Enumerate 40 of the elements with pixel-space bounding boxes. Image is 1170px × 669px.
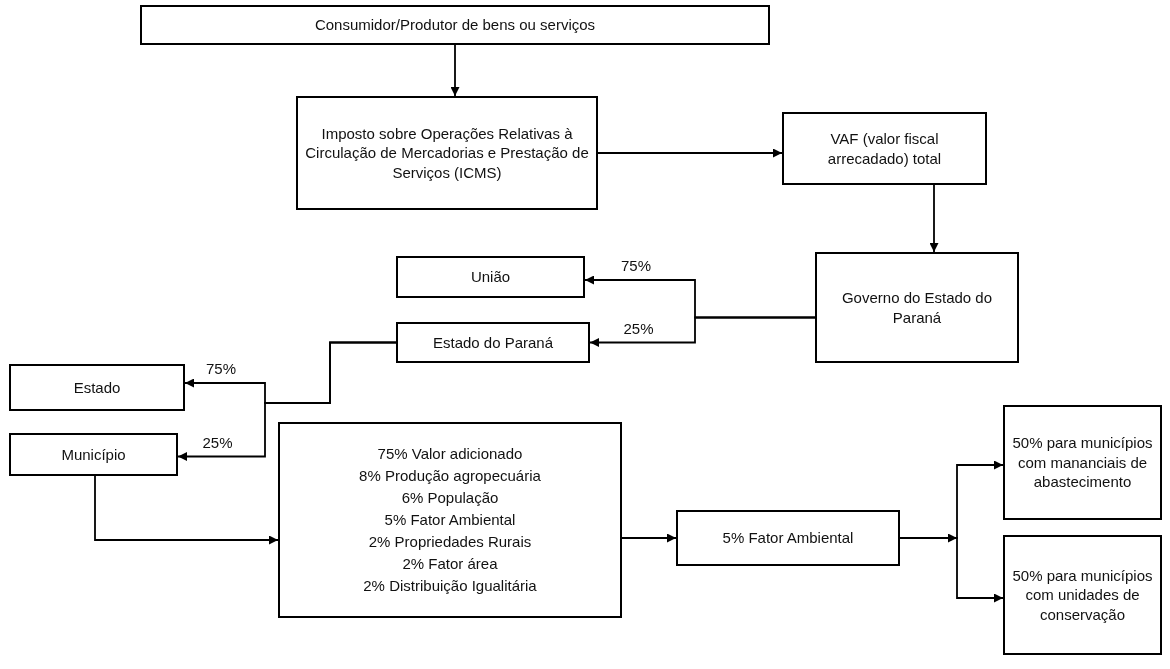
process-box [396, 322, 590, 363]
process-box [396, 256, 585, 298]
edge-label: 75% [205, 361, 238, 377]
criteria-box [278, 422, 622, 618]
process-box [9, 364, 185, 411]
arrow [177, 341, 397, 461]
process-box [815, 252, 1019, 363]
process-box [1003, 405, 1162, 520]
node-text: Município [61, 444, 126, 465]
node-text: 6% População [401, 488, 499, 508]
arrow [899, 533, 958, 543]
process-box [782, 112, 987, 185]
arrow [597, 148, 783, 158]
node-text: 50% para municípios com mananciais de abastecimento [1011, 433, 1154, 492]
edge-label: 75% [620, 258, 653, 274]
process-box [140, 5, 770, 45]
arrow [621, 533, 677, 543]
arrow [589, 316, 816, 347]
process-box [676, 510, 900, 566]
node-text: Estado [73, 377, 121, 398]
process-box [1003, 535, 1162, 655]
arrow [929, 184, 939, 253]
node-text: 5% Fator Ambiental [722, 528, 854, 548]
node-text: 50% para municípios com unidades de conservação [1011, 565, 1154, 625]
arrow [94, 475, 279, 545]
node-text: 8% Produção agropecuária [359, 466, 541, 486]
node-text: 5% Fator Ambiental [384, 510, 516, 530]
node-text: 2% Distribuição Igualitária [363, 576, 537, 596]
process-box [296, 96, 598, 210]
process-box [9, 433, 178, 476]
node-text: 2% Fator área [402, 554, 498, 574]
node-text: 2% Propriedades Rurais [368, 532, 532, 552]
node-text: Consumidor/Produtor de bens ou serviços [314, 15, 596, 35]
node-text: 75% Valor adicionado [377, 444, 523, 464]
arrow [450, 44, 460, 97]
node-text: Estado do Paraná [432, 332, 554, 353]
node-text: União [470, 267, 511, 287]
node-text: Governo do Estado do Paraná [840, 288, 994, 327]
node-text: VAF (valor fiscal arrecadado) total [826, 129, 943, 168]
node-text: Imposto sobre Operações Relativas à Circulação de Mercadorias e Prestação de Serviços (ICMS) [304, 123, 590, 183]
